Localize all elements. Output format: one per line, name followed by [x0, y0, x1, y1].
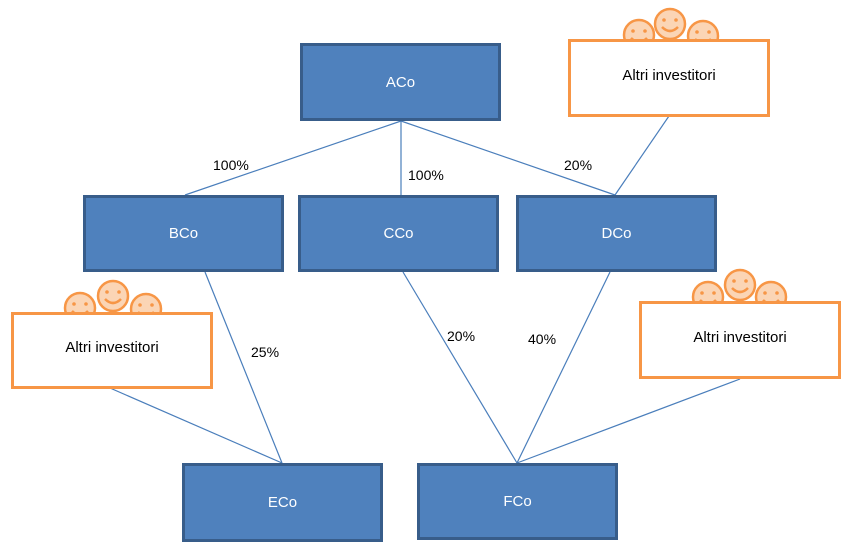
stake-label-dco-fco: 40%	[528, 331, 557, 347]
company-bco-box: BCo	[83, 195, 284, 272]
company-cco-box: CCo	[298, 195, 499, 272]
stake-label-aco-bco: 100%	[213, 157, 249, 173]
investor-box-middle-right: Altri investitori	[639, 301, 841, 379]
company-bco-label: BCo	[168, 225, 199, 242]
investor-label-top-right: Altri investitori	[622, 66, 716, 84]
connector-investors-eco	[109, 387, 283, 464]
connector-aco-bco	[184, 120, 402, 196]
company-dco-box: DCo	[516, 195, 717, 272]
stake-label-aco-dco: 20%	[564, 157, 593, 173]
connector-investors-dco	[614, 115, 670, 196]
connector-bco-eco	[204, 271, 283, 464]
smiley-face-icon	[653, 7, 687, 41]
smiley-face-icon	[96, 279, 130, 313]
connector-cco-fco	[402, 271, 518, 464]
company-aco-label: ACo	[385, 73, 416, 91]
stake-label-bco-eco: 25%	[251, 344, 280, 360]
investor-label-middle-right: Altri investitori	[693, 328, 787, 346]
stake-label-aco-cco: 100%	[408, 167, 444, 183]
company-dco-label: DCo	[601, 225, 632, 242]
investor-box-top-right: Altri investitori	[568, 39, 770, 117]
connector-dco-fco	[516, 271, 611, 464]
investor-box-middle-left: Altri investitori	[11, 312, 213, 389]
company-fco-box: FCo	[417, 463, 618, 540]
company-aco-box: ACo	[300, 43, 501, 121]
company-cco-label: CCo	[383, 225, 414, 242]
smiley-face-icon	[723, 268, 757, 302]
stake-label-cco-fco: 20%	[447, 328, 476, 344]
connector-aco-dco	[400, 120, 616, 196]
company-eco-label: ECo	[267, 494, 298, 511]
company-fco-label: FCo	[503, 493, 532, 510]
investor-label-middle-left: Altri investitori	[65, 339, 159, 356]
company-eco-box: ECo	[182, 463, 383, 542]
connector-investors-fco	[516, 378, 741, 464]
